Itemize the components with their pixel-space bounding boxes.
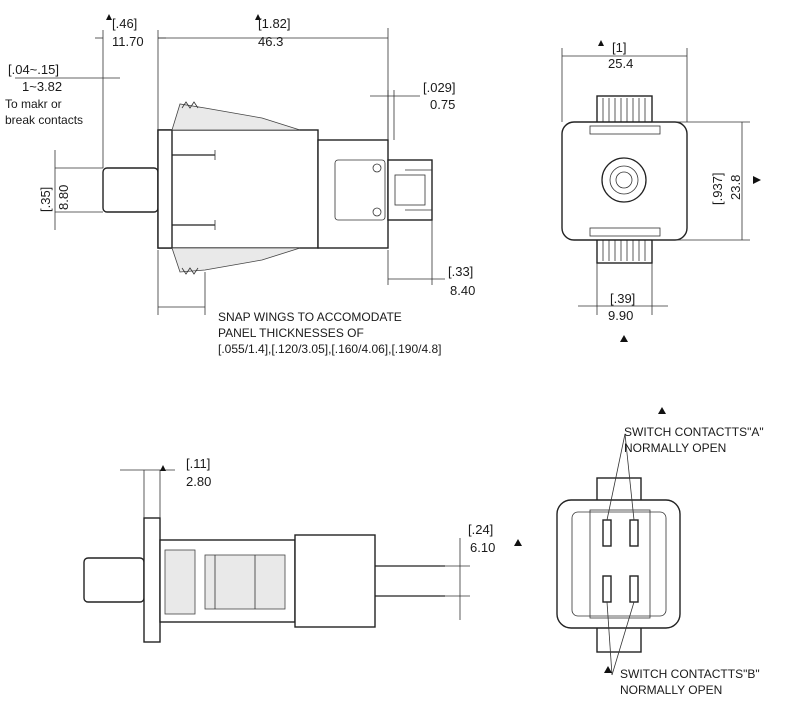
dim-label: 8.80 xyxy=(56,185,71,210)
dim-label: 11.70 xyxy=(112,34,144,49)
plunger xyxy=(83,557,145,603)
contact-b-pin xyxy=(602,575,612,603)
dim-label: 46.3 xyxy=(258,34,283,49)
revision-triangle-marker xyxy=(514,539,522,546)
plunger xyxy=(102,167,159,213)
top-clip xyxy=(596,95,653,127)
contact-a-pin xyxy=(629,519,639,547)
dim-label: 6.10 xyxy=(470,540,495,555)
revision-triangle-marker xyxy=(753,176,761,184)
dim-label: [.33] xyxy=(448,264,473,279)
dim-note: break contacts xyxy=(5,113,83,127)
revision-triangle-marker xyxy=(620,335,628,342)
dim-label: [.11] xyxy=(186,456,210,471)
revision-triangle-marker xyxy=(598,40,604,46)
contacts-b-label: NORMALLY OPEN xyxy=(620,683,722,697)
plunger-outer xyxy=(601,157,647,203)
bottom-side-view: [.11] 2.80 [.24] 6.10 xyxy=(83,456,522,643)
dim-label: [.46] xyxy=(112,16,137,31)
revision-triangle-marker xyxy=(160,465,166,471)
panel-note: PANEL THICKNESSES OF xyxy=(218,326,364,340)
snap-wing-bottom xyxy=(171,247,301,273)
dim-label: 1~3.82 xyxy=(22,79,62,94)
dim-label: [.937] xyxy=(710,172,725,205)
dim-label: 8.40 xyxy=(450,283,475,298)
top-side-view: [.46] 11.70 [1.82] 46.3 [.04~.15] 1~3.82… xyxy=(5,14,475,356)
dim-label: 0.75 xyxy=(430,97,455,112)
contact-a-pin xyxy=(602,519,612,547)
contacts-b-label: SWITCH CONTACTTS"B" xyxy=(620,667,760,681)
bottom-clip xyxy=(596,625,642,653)
revision-triangle-marker xyxy=(255,14,261,20)
contact-b-pin xyxy=(629,575,639,603)
dim-label: [.029] xyxy=(423,80,456,95)
contacts-a-label: SWITCH CONTACTTS"A" xyxy=(624,425,764,439)
dim-label: [1.82] xyxy=(258,16,291,31)
revision-triangle-marker xyxy=(658,407,666,414)
dim-label: 2.80 xyxy=(186,474,211,489)
rear-block xyxy=(317,139,389,249)
dim-label: [.24] xyxy=(468,522,493,537)
housing xyxy=(157,129,319,249)
revision-triangle-marker xyxy=(604,666,612,673)
dim-label: 23.8 xyxy=(728,175,743,200)
flange xyxy=(143,517,161,643)
dim-label: 25.4 xyxy=(608,56,633,71)
dim-label: [.04~.15] xyxy=(8,62,59,77)
rear-view: SWITCH CONTACTTS"A" NORMALLY OPEN SWITCH… xyxy=(556,407,764,697)
revision-triangle-marker xyxy=(106,14,112,20)
dim-label: [1] xyxy=(612,40,626,55)
dim-label: [.35] xyxy=(38,187,53,212)
dim-label: [.39] xyxy=(610,291,635,306)
rear-block xyxy=(294,534,376,628)
panel-note: [.055/1.4],[.120/3.05],[.160/4.06],[.190… xyxy=(218,342,442,356)
front-face xyxy=(561,121,688,241)
dim-note: To makr or xyxy=(5,97,62,111)
dim-label: 9.90 xyxy=(608,308,633,323)
contacts-a-label: NORMALLY OPEN xyxy=(624,441,726,455)
rear-face xyxy=(556,499,681,629)
panel-note: SNAP WINGS TO ACCOMODATE xyxy=(218,310,402,324)
snap-wing-top xyxy=(171,103,301,131)
front-view: [1] 25.4 [.937] 23.8 [.39] 9.90 xyxy=(561,40,761,342)
